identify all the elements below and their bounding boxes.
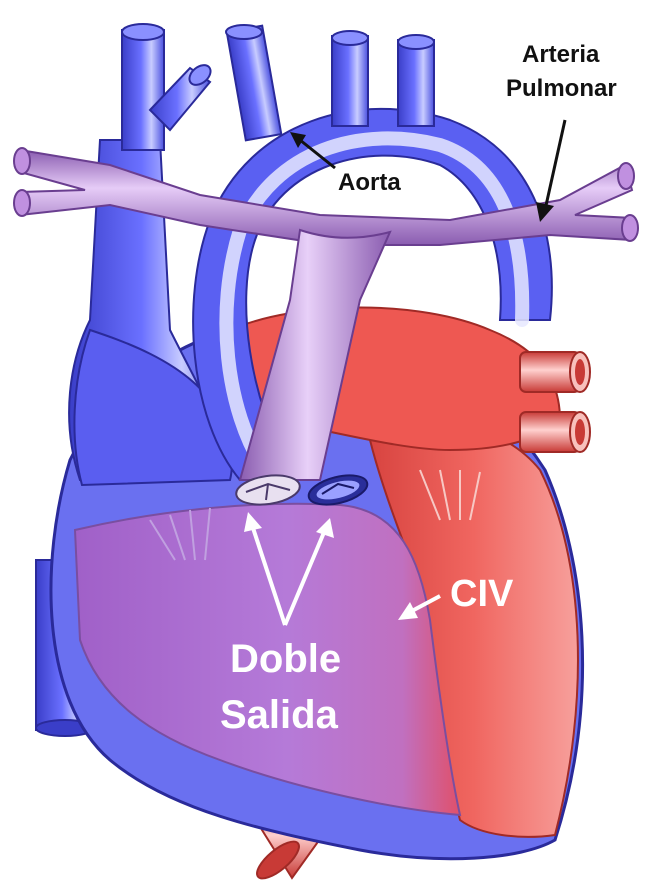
vsd-label: CIV bbox=[450, 573, 514, 615]
double-outlet-label-line2: Salida bbox=[220, 693, 339, 737]
pulmonary-artery-label-line2: Pulmonar bbox=[506, 75, 617, 102]
double-outlet-label-line1: Doble bbox=[230, 637, 341, 681]
pulmonary-artery-label-line1: Arteria bbox=[522, 41, 600, 68]
aorta-label: Aorta bbox=[338, 169, 401, 196]
